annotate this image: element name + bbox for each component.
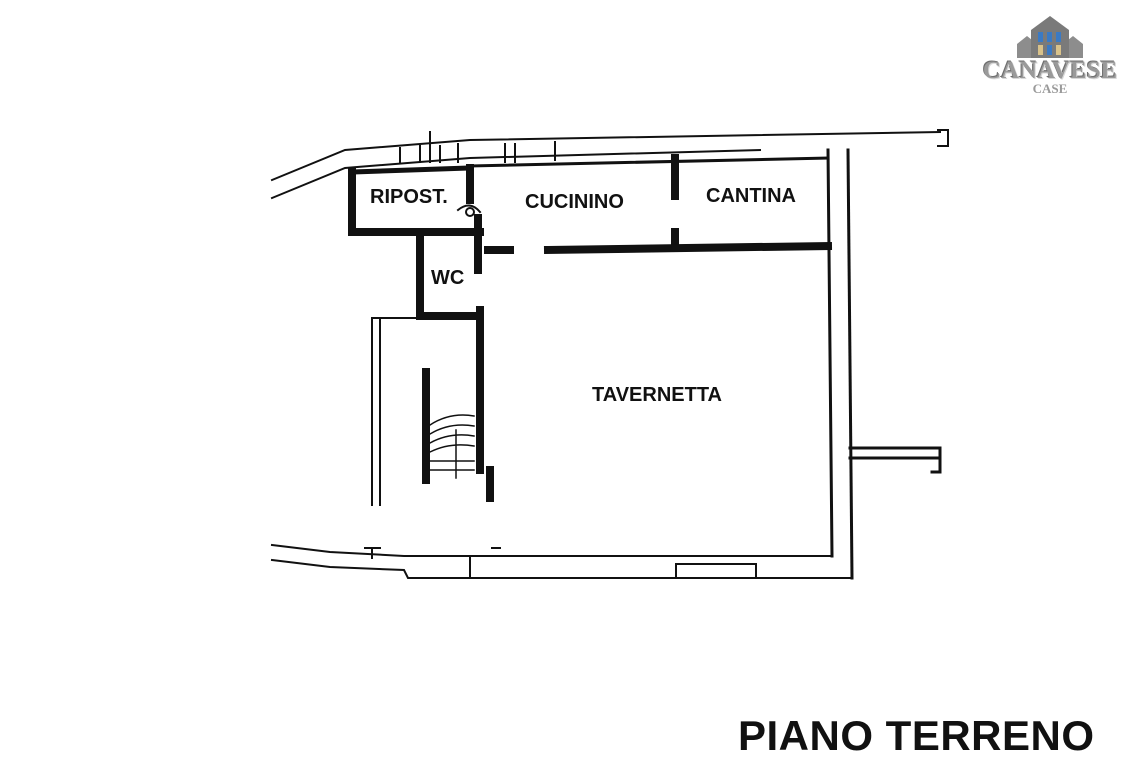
logo-word: CANAVESE	[982, 57, 1118, 84]
bottom-exterior-wall	[270, 543, 853, 579]
cucinino-bottom-wall	[543, 241, 833, 255]
ripostiglio-walls	[348, 164, 474, 236]
exterior-wall-top-left	[270, 130, 942, 200]
room-label-wc: WC	[431, 267, 464, 289]
wc-walls	[416, 214, 484, 320]
logo-subword: CASE	[1032, 81, 1068, 96]
right-exterior-wall	[826, 148, 854, 580]
ripostiglio-top-wall	[349, 165, 473, 175]
houses-logo-icon	[1017, 16, 1083, 58]
top-wall-openings	[399, 129, 949, 163]
canavese-case-logo: CANAVESE CASE	[975, 14, 1125, 100]
stair-steps	[428, 414, 475, 479]
floor-title: PIANO TERRENO	[738, 712, 1095, 759]
room-label-cucinino: CUCININO	[525, 191, 624, 213]
room-label-cantina: CANTINA	[706, 185, 796, 207]
right-extension	[848, 446, 942, 474]
top-interior-wall	[468, 156, 830, 168]
room-label-tavernetta: TAVERNETTA	[592, 384, 722, 406]
room-label-ripostiglio: RIPOST.	[370, 186, 448, 208]
cucinino-door	[456, 204, 482, 217]
stair-well	[371, 306, 494, 506]
